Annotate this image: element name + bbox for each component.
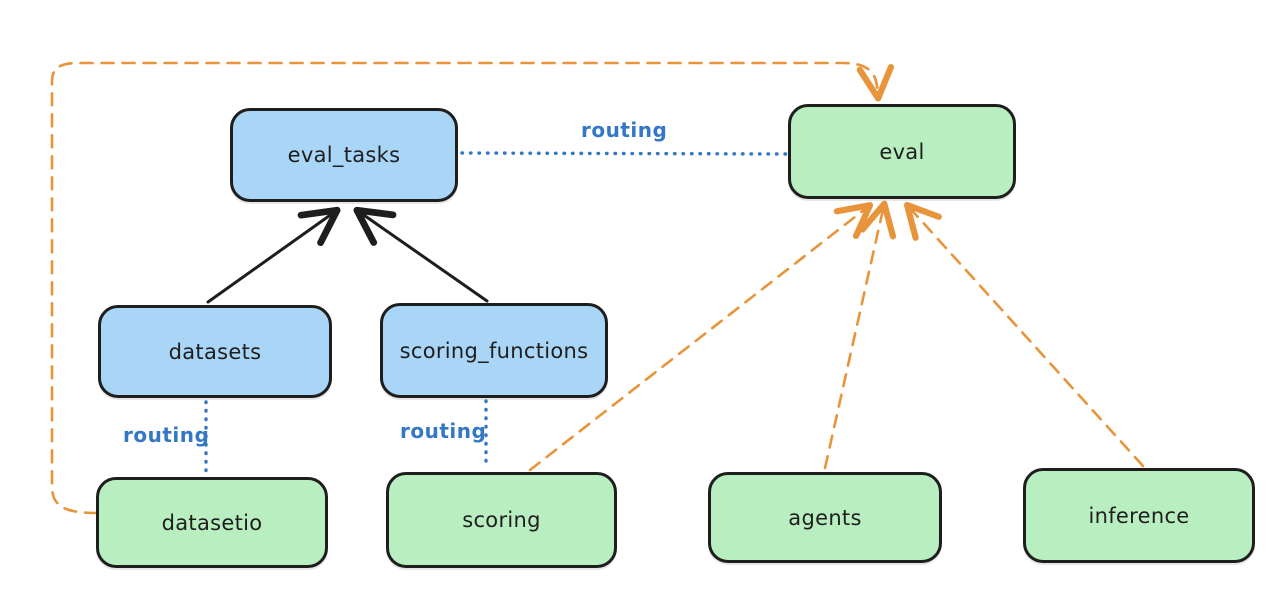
edge-eval-tasks-to-eval-routing [460,151,788,156]
routing-label-scoring-functions-scoring: routing [400,419,487,443]
node-agents: agents [708,472,942,563]
routing-label-eval-tasks-eval: routing [581,118,668,142]
node-scoring: scoring [386,472,617,568]
node-inference-label: inference [1088,503,1190,528]
edge-datasetio-to-eval [50,61,895,515]
node-scoring-functions: scoring_functions [380,303,608,398]
node-eval: eval [788,104,1016,199]
node-scoring-label: scoring [462,508,541,532]
routing-label-datasets-datasetio: routing [123,423,210,447]
edge-datasets-to-eval-tasks [206,206,341,304]
node-datasetio-label: datasetio [161,510,263,535]
edge-scoring-to-eval [528,202,874,472]
edge-inference-to-eval [904,201,1145,468]
edge-agents-to-eval [823,200,897,470]
node-inference: inference [1023,468,1255,563]
node-eval-tasks-label: eval_tasks [287,143,401,167]
node-datasetio: datasetio [96,477,328,568]
node-eval-label: eval [879,139,925,164]
node-datasets: datasets [98,305,332,398]
edge-scoring-functions-to-eval-tasks [353,206,489,303]
node-scoring-functions-label: scoring_functions [399,338,589,363]
node-datasets-label: datasets [168,339,262,364]
node-eval-tasks: eval_tasks [230,108,458,202]
node-agents-label: agents [788,505,862,530]
